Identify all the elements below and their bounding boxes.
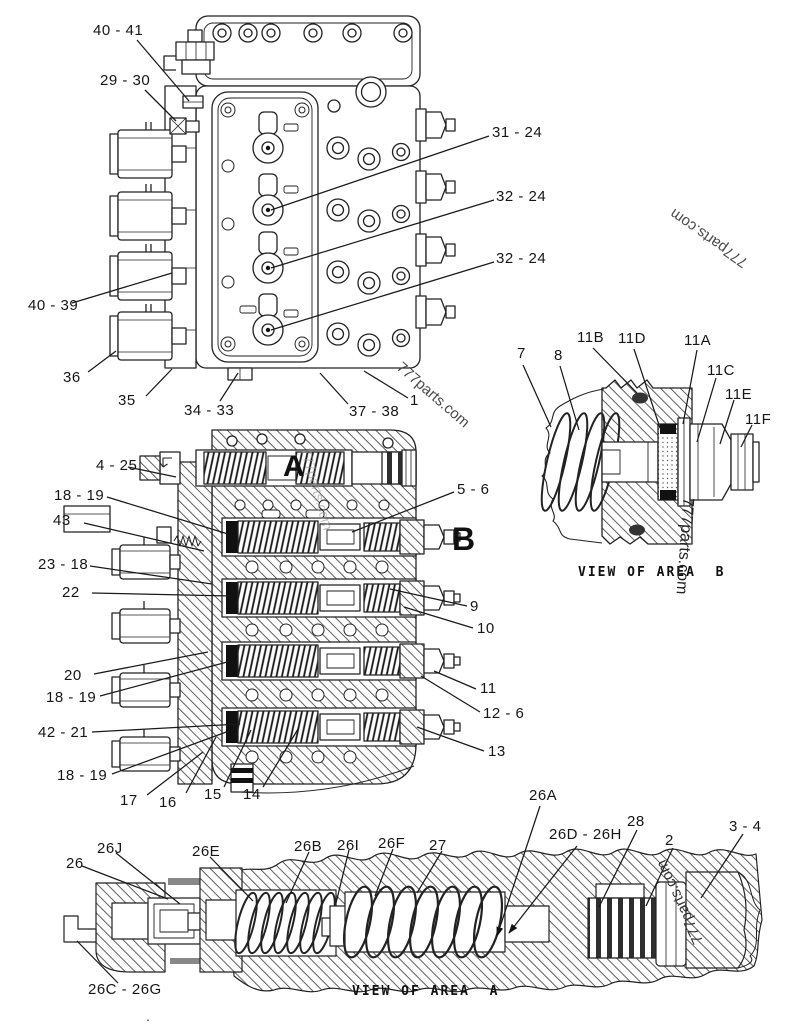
callout-11C: 11C — [707, 362, 735, 379]
stray-dot-artifact: . — [146, 1008, 150, 1024]
callout-9: 9 — [470, 598, 479, 615]
callout-32-24a: 32 - 24 — [496, 188, 547, 205]
callout-26A: 26A — [529, 787, 558, 804]
gallery-ports — [234, 499, 390, 764]
solenoids-section-view — [111, 537, 181, 772]
callout-26F: 26F — [378, 835, 406, 852]
leader-lines — [71, 39, 753, 984]
top-view-drawing — [109, 15, 456, 381]
leader-path — [71, 39, 753, 984]
callout-27: 27 — [429, 837, 447, 854]
callout-7: 7 — [517, 345, 526, 362]
callout-35: 35 — [118, 392, 136, 409]
keyhole-ports — [239, 111, 299, 346]
callout-26J: 26J — [97, 840, 123, 857]
area-a-letter: A — [283, 450, 305, 483]
callout-31-24: 31 - 24 — [492, 124, 543, 141]
callout-11D: 11D — [618, 330, 646, 347]
callout-40-41: 40 - 41 — [93, 22, 144, 39]
right-bosses — [326, 76, 411, 357]
callout-40-39: 40 - 39 — [28, 297, 79, 314]
callout-16: 16 — [159, 794, 177, 811]
callout-28: 28 — [627, 813, 645, 830]
callout-22: 22 — [62, 584, 80, 601]
callout-2: 2 — [665, 832, 674, 849]
callout-11E: 11E — [725, 386, 753, 403]
callout-23-18: 23 - 18 — [38, 556, 89, 573]
leader-26D-26H — [508, 845, 578, 934]
callout-26C-26G: 26C - 26G — [88, 981, 162, 998]
callout-32-24b: 32 - 24 — [496, 250, 547, 267]
callout-1: 1 — [410, 392, 419, 409]
callout-11A: 11A — [684, 332, 712, 349]
callout-4-25: 4 - 25 — [96, 457, 138, 474]
callout-42-21: 42 - 21 — [38, 724, 89, 741]
callout-13: 13 — [488, 743, 506, 760]
callout-8: 8 — [554, 347, 563, 364]
callout-18-19b: 18 - 19 — [46, 689, 97, 706]
hook-bracket — [63, 915, 97, 943]
section-view-drawing — [63, 429, 461, 794]
bent-arrow-icon — [159, 457, 172, 468]
callout-26: 26 — [66, 855, 84, 872]
callout-18-19c: 18 - 19 — [57, 767, 108, 784]
callout-10: 10 — [477, 620, 495, 637]
callout-3-4: 3 - 4 — [729, 818, 762, 835]
callout-18-19a: 18 - 19 — [54, 487, 105, 504]
callout-14: 14 — [243, 786, 261, 803]
top-left-fitting — [163, 29, 215, 135]
solenoids-top-view — [109, 122, 187, 361]
row-a-relief-valve — [139, 449, 417, 487]
callout-26B: 26B — [294, 838, 323, 855]
area-b-spring — [540, 412, 621, 512]
area-b-detail-drawing — [540, 379, 760, 545]
leader-26A — [496, 805, 541, 937]
callout-15: 15 — [204, 786, 222, 803]
callout-12-6: 12 - 6 — [483, 705, 525, 722]
area-b-letter: B — [452, 521, 476, 557]
callout-20: 20 — [64, 667, 82, 684]
cover-bolts — [220, 102, 310, 352]
callout-26D-26H: 26D - 26H — [549, 826, 622, 843]
right-plug-fittings — [415, 108, 456, 329]
callout-26I: 26I — [337, 837, 360, 854]
callout-43: 43 — [53, 512, 71, 529]
spool-row-4 — [221, 707, 461, 747]
callout-5-6: 5 - 6 — [457, 481, 490, 498]
callout-37-38: 37 - 38 — [349, 403, 400, 420]
callout-11B: 11B — [577, 329, 605, 346]
area-a-detail-drawing — [63, 848, 763, 993]
area-a-spring-2 — [342, 885, 504, 959]
callout-26E: 26E — [192, 843, 221, 860]
view-of-area-a-title: VIEW OF AREA A — [352, 984, 500, 999]
callout-29-30: 29 - 30 — [100, 72, 151, 89]
spool-row-3 — [221, 641, 461, 681]
callout-36: 36 — [63, 369, 81, 386]
callout-11F: 11F — [745, 411, 772, 428]
flange-bolts — [212, 23, 413, 43]
spool-row-1 — [221, 517, 461, 557]
spool-row-2 — [221, 578, 461, 618]
callout-34-33: 34 - 33 — [184, 402, 235, 419]
area-a-spring-1 — [234, 891, 336, 955]
callout-11: 11 — [480, 680, 497, 697]
callout-17: 17 — [120, 792, 138, 809]
view-of-area-b-title: VIEW OF AREA B — [578, 565, 726, 580]
